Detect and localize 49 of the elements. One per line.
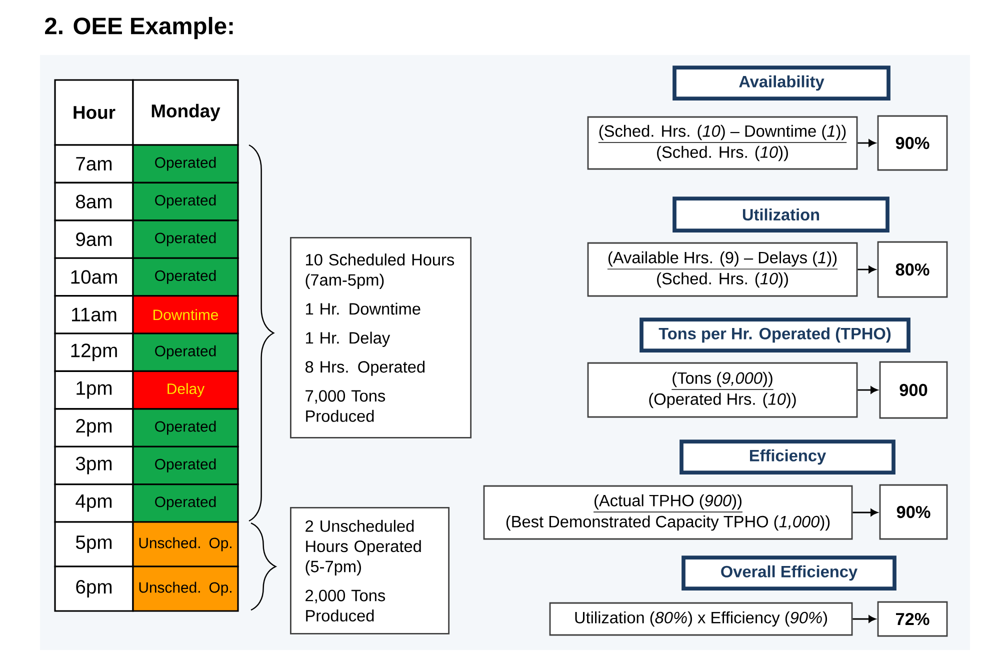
- summary-box: 10 Scheduled Hours (7am-5pm) 1 Hr. Downtime 1 Hr. Delay 8 Hrs. Operated 7,000 Tons Produced: [290, 237, 472, 438]
- table-cell: Operated: [132, 408, 239, 448]
- arrow: [858, 139, 876, 147]
- result-box: 90%: [877, 115, 948, 171]
- table-cell: Operated: [132, 257, 239, 297]
- heading-box: Overall Efficiency: [682, 556, 896, 590]
- table-cell: Operated: [132, 144, 239, 184]
- table-cell: Unsched. Op.: [132, 521, 239, 568]
- title: 2. OEE Example:: [45, 16, 233, 40]
- formula-box: (Tons (9,000)) (Operated Hrs. (10)): [587, 362, 858, 418]
- table-cell: Monday: [132, 79, 239, 146]
- table-cell: Operated: [132, 484, 239, 523]
- arrow: [852, 508, 878, 516]
- table-cell: 4pm: [54, 484, 134, 523]
- arrow: [858, 266, 876, 274]
- heading-box: Availability: [672, 66, 890, 100]
- summary-box: 2 Unscheduled Hours Operated (5-7pm) 2,000 Tons Produced: [290, 507, 450, 634]
- table-cell: 11am: [54, 295, 134, 334]
- table-cell: Hour: [54, 79, 134, 146]
- table-cell: Unsched. Op.: [132, 566, 239, 612]
- table-cell: Downtime: [132, 295, 239, 334]
- table-cell: 2pm: [54, 408, 134, 448]
- table-cell: 3pm: [54, 446, 134, 486]
- table-cell: Operated: [132, 332, 239, 372]
- table-cell: 1pm: [54, 370, 134, 410]
- arrow: [852, 615, 876, 623]
- table-cell: Operated: [132, 182, 239, 222]
- table-cell: 9am: [54, 220, 134, 259]
- result-box: 900: [879, 361, 948, 419]
- table-cell: 12pm: [54, 332, 134, 372]
- arrow: [858, 386, 878, 394]
- table-cell: 8am: [54, 182, 134, 222]
- formula-box: (Available Hrs. (9) – Delays (1)) (Sched. Hrs. (10)): [587, 242, 858, 297]
- table-cell: 6pm: [54, 566, 134, 612]
- formula-box: (Actual TPHO (900)) (Best Demonstrated Capacity TPHO (1,000)): [483, 485, 853, 540]
- heading-box: Efficiency: [680, 440, 896, 474]
- result-box: 80%: [877, 241, 948, 298]
- result-box: 72%: [877, 601, 948, 637]
- table-cell: 5pm: [54, 521, 134, 568]
- table-cell: 7am: [54, 144, 134, 184]
- table-cell: Operated: [132, 220, 239, 259]
- table-cell: Delay: [132, 370, 239, 410]
- formula-box: Utilization (80%) x Efficiency (90%): [549, 602, 853, 636]
- heading-box: Tons per Hr. Operated (TPHO): [640, 318, 910, 352]
- table-cell: 10am: [54, 257, 134, 297]
- result-box: 90%: [879, 484, 948, 540]
- heading-box: Utilization: [672, 196, 890, 232]
- formula-box: (Sched. Hrs. (10) – Downtime (1)) (Sched. Hrs. (10)): [587, 116, 858, 170]
- table-cell: Operated: [132, 446, 239, 486]
